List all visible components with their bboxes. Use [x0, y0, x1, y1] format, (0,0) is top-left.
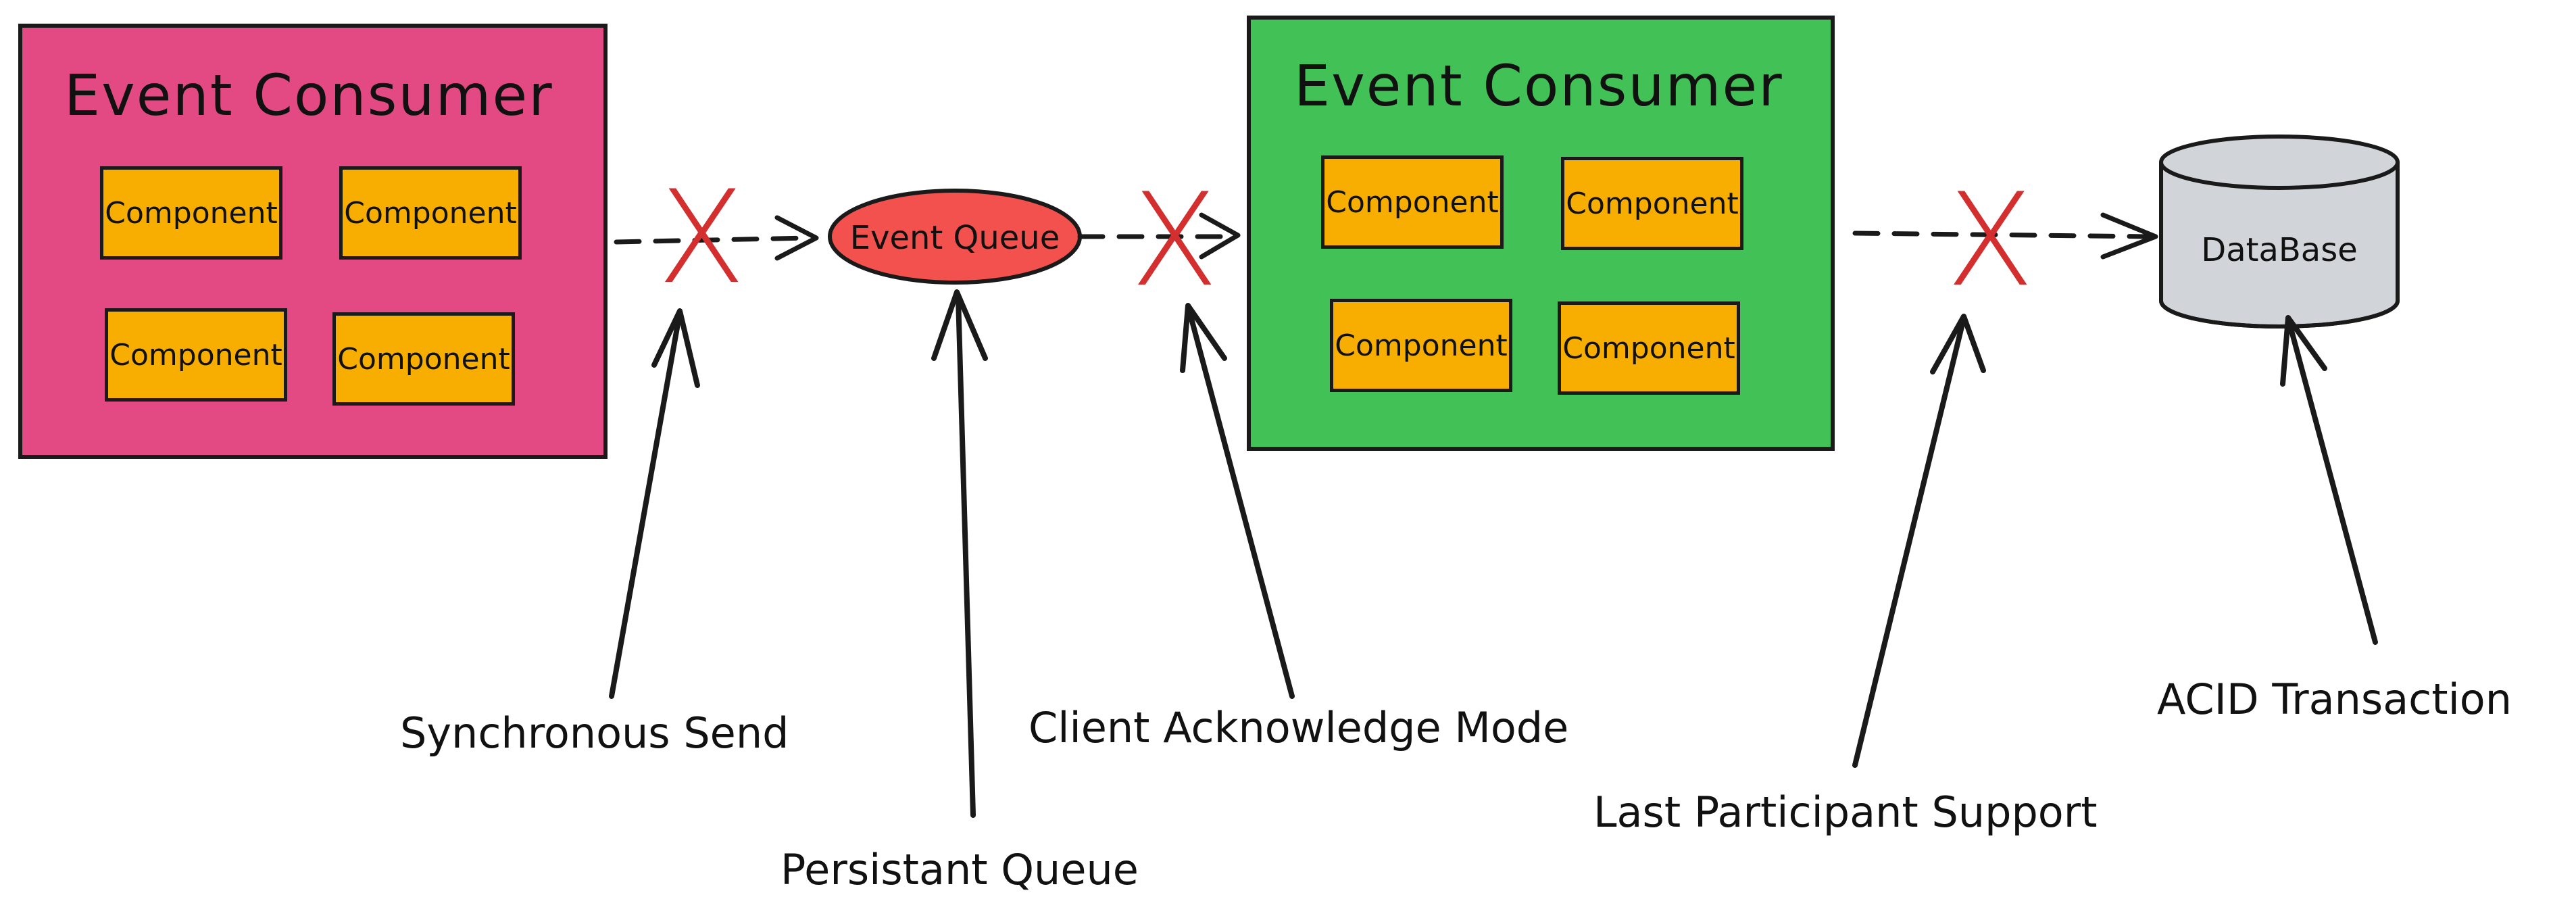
callout-client-acknowledge-mode: Client Acknowledge Mode	[1029, 703, 1569, 752]
database-label: DataBase	[2201, 231, 2358, 269]
callout-synchronous-send: Synchronous Send	[400, 708, 789, 758]
arrowhead-to-database	[2100, 212, 2158, 260]
component-left-4: Component	[332, 312, 515, 406]
cross-mark-send: X	[657, 163, 746, 312]
event-queue-label: Event Queue	[849, 219, 1060, 257]
database-cylinder	[2159, 135, 2400, 329]
callout-arrow-synchronous-send	[609, 308, 700, 699]
callout-arrow-client-acknowledge-mode	[1180, 303, 1295, 699]
component-left-1: Component	[100, 166, 282, 260]
callout-arrow-acid-transaction	[2280, 315, 2378, 645]
callout-arrow-persistant-queue	[931, 289, 988, 818]
cross-mark-acknowledge: X	[1130, 166, 1219, 315]
cross-mark-transaction: X	[1946, 166, 2035, 315]
consumer-title-right: Event Consumer	[1294, 53, 1783, 119]
component-right-1: Component	[1321, 155, 1504, 249]
arrowhead-to-queue	[774, 215, 819, 261]
callout-arrow-last-participant-support	[1852, 314, 1986, 768]
callout-acid-transaction: ACID Transaction	[2157, 675, 2512, 724]
callout-last-participant-support: Last Participant Support	[1593, 787, 2098, 837]
callout-persistant-queue: Persistant Queue	[781, 845, 1139, 894]
consumer-title-left: Event Consumer	[64, 62, 553, 128]
component-left-2: Component	[339, 166, 522, 260]
component-right-2: Component	[1561, 157, 1743, 250]
arrowhead-to-consumer	[1199, 212, 1241, 260]
component-right-4: Component	[1558, 301, 1740, 395]
component-right-3: Component	[1330, 299, 1512, 392]
dashed-connector-consumer-to-queue	[614, 235, 810, 245]
dashed-connector-consumer-to-database	[1852, 230, 2152, 239]
component-left-3: Component	[105, 308, 287, 402]
